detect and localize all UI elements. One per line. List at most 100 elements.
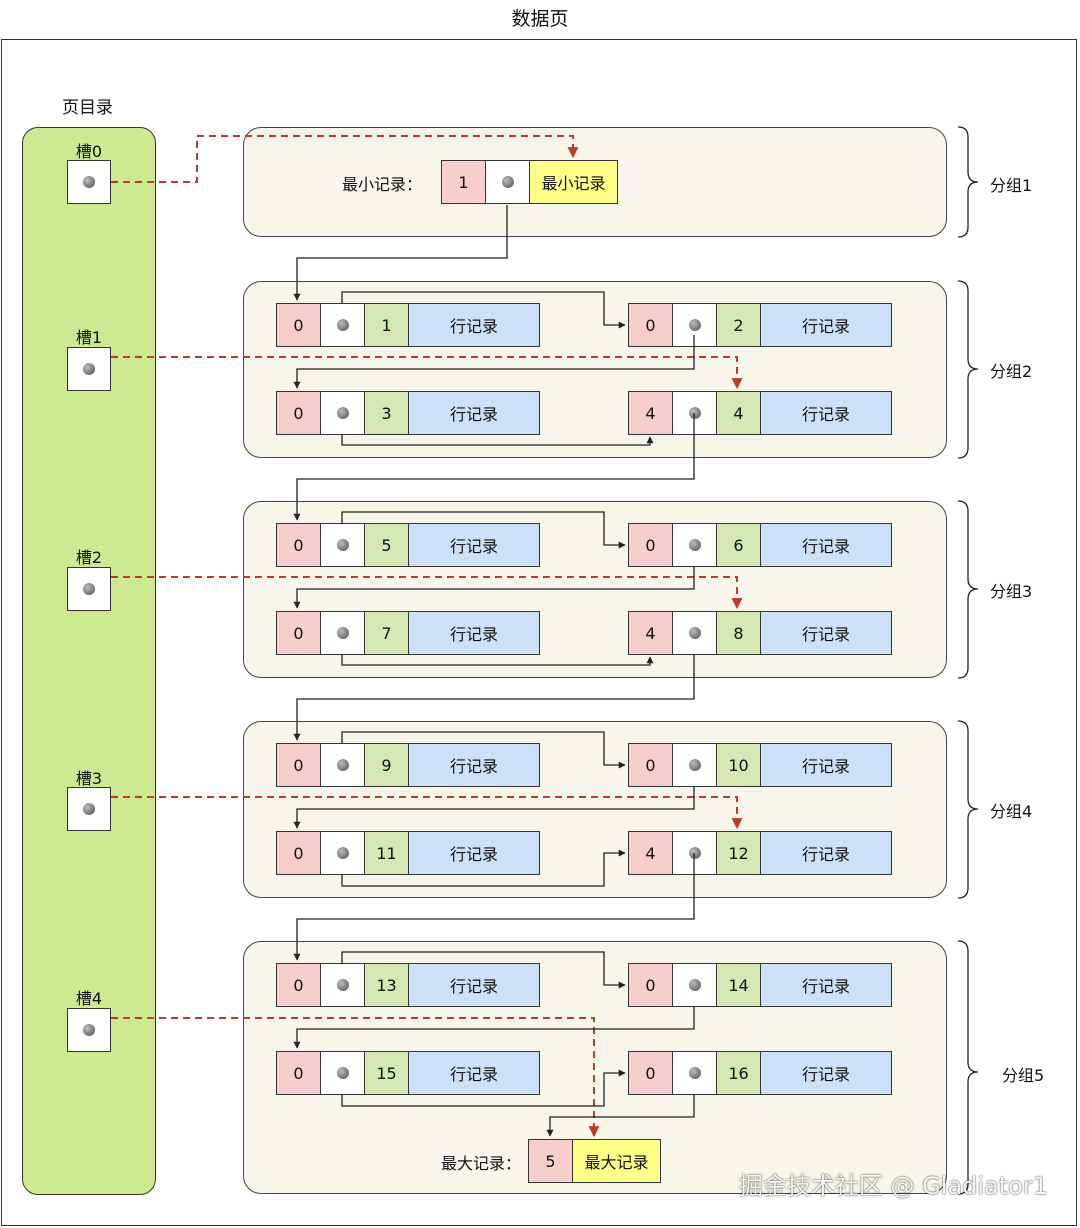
row-data-cell: 行记录 — [408, 831, 540, 875]
slot-0-pointer[interactable] — [67, 160, 111, 204]
max-record[interactable]: 5 最大记录 — [528, 1139, 661, 1183]
record-13[interactable]: 0 13 行记录 — [276, 963, 540, 1007]
record-id-cell: 13 — [364, 963, 409, 1007]
n-owned-cell: 0 — [276, 391, 321, 435]
record-3[interactable]: 0 3 行记录 — [276, 391, 540, 435]
record-12[interactable]: 4 12 行记录 — [628, 831, 892, 875]
page-title: 数据页 — [511, 8, 569, 30]
pointer-dot-icon — [688, 539, 701, 551]
record-id-cell: 9 — [364, 743, 409, 787]
pointer-dot-icon — [336, 979, 349, 991]
slot-label-2: 槽2 — [75, 548, 103, 567]
row-data-cell: 行记录 — [760, 1051, 892, 1095]
n-owned-cell: 0 — [276, 1051, 321, 1095]
n-owned-cell: 0 — [628, 743, 673, 787]
record-1[interactable]: 0 1 行记录 — [276, 303, 540, 347]
min-record-label: 最小记录： — [342, 175, 423, 194]
next-pointer-cell — [320, 611, 365, 655]
watermark: 掘金技术社区 @ Gladiator1 — [738, 1172, 1048, 1200]
n-owned-cell: 1 — [441, 160, 486, 204]
record-16[interactable]: 0 16 行记录 — [628, 1051, 892, 1095]
pointer-dot-icon — [83, 363, 95, 375]
pointer-dot-icon — [336, 627, 349, 639]
slot-label-4: 槽4 — [75, 989, 103, 1008]
slot-label-0: 槽0 — [75, 142, 103, 161]
row-data-cell: 行记录 — [408, 963, 540, 1007]
next-pointer-cell — [485, 160, 530, 204]
slot-label-1: 槽1 — [75, 328, 103, 347]
record-4[interactable]: 4 4 行记录 — [628, 391, 892, 435]
record-8[interactable]: 4 8 行记录 — [628, 611, 892, 655]
next-pointer-cell — [672, 523, 717, 567]
row-data-cell: 行记录 — [408, 303, 540, 347]
pointer-dot-icon — [688, 759, 701, 771]
n-owned-cell: 0 — [276, 831, 321, 875]
next-pointer-cell — [320, 391, 365, 435]
pointer-dot-icon — [336, 1067, 349, 1079]
n-owned-cell: 0 — [276, 743, 321, 787]
n-owned-cell: 0 — [628, 963, 673, 1007]
pointer-dot-icon — [83, 1024, 95, 1036]
pointer-dot-icon — [688, 979, 701, 991]
slot-4-pointer[interactable] — [67, 1008, 111, 1052]
min-record[interactable]: 1 最小记录 — [441, 160, 618, 204]
record-9[interactable]: 0 9 行记录 — [276, 743, 540, 787]
n-owned-cell: 0 — [276, 963, 321, 1007]
pointer-dot-icon — [336, 759, 349, 771]
max-record-label: 最大记录： — [441, 1154, 522, 1173]
row-data-cell: 行记录 — [408, 611, 540, 655]
row-data-cell: 行记录 — [408, 523, 540, 567]
n-owned-cell: 0 — [628, 1051, 673, 1095]
n-owned-cell: 4 — [628, 391, 673, 435]
record-10[interactable]: 0 10 行记录 — [628, 743, 892, 787]
row-data-cell: 行记录 — [408, 743, 540, 787]
page-directory-label: 页目录 — [62, 98, 113, 118]
record-id-cell: 16 — [716, 1051, 761, 1095]
next-pointer-cell — [320, 831, 365, 875]
row-data-cell: 行记录 — [760, 831, 892, 875]
pointer-dot-icon — [688, 1067, 701, 1079]
n-owned-cell: 0 — [276, 303, 321, 347]
n-owned-cell: 4 — [628, 831, 673, 875]
record-5[interactable]: 0 5 行记录 — [276, 523, 540, 567]
record-2[interactable]: 0 2 行记录 — [628, 303, 892, 347]
record-name-cell: 最小记录 — [529, 160, 618, 204]
pointer-dot-icon — [336, 847, 349, 859]
row-data-cell: 行记录 — [760, 391, 892, 435]
slot-3-pointer[interactable] — [67, 787, 111, 831]
next-pointer-cell — [320, 303, 365, 347]
row-data-cell: 行记录 — [408, 391, 540, 435]
row-data-cell: 行记录 — [760, 743, 892, 787]
record-15[interactable]: 0 15 行记录 — [276, 1051, 540, 1095]
next-pointer-cell — [320, 963, 365, 1007]
slot-2-pointer[interactable] — [67, 567, 111, 611]
record-id-cell: 6 — [716, 523, 761, 567]
n-owned-cell: 4 — [628, 611, 673, 655]
record-id-cell: 7 — [364, 611, 409, 655]
record-id-cell: 11 — [364, 831, 409, 875]
group-label-4: 分组4 — [990, 802, 1033, 821]
pointer-dot-icon — [688, 627, 701, 639]
pointer-dot-icon — [336, 319, 349, 331]
pointer-dot-icon — [688, 319, 701, 331]
record-11[interactable]: 0 11 行记录 — [276, 831, 540, 875]
record-id-cell: 8 — [716, 611, 761, 655]
group-label-5: 分组5 — [1002, 1066, 1045, 1085]
record-7[interactable]: 0 7 行记录 — [276, 611, 540, 655]
slot-1-pointer[interactable] — [67, 347, 111, 391]
pointer-dot-icon — [688, 847, 701, 859]
record-id-cell: 15 — [364, 1051, 409, 1095]
pointer-dot-icon — [501, 176, 514, 188]
row-data-cell: 行记录 — [408, 1051, 540, 1095]
n-owned-cell: 0 — [276, 523, 321, 567]
group-label-1: 分组1 — [990, 176, 1033, 195]
row-data-cell: 行记录 — [760, 303, 892, 347]
next-pointer-cell — [672, 743, 717, 787]
record-id-cell: 12 — [716, 831, 761, 875]
record-14[interactable]: 0 14 行记录 — [628, 963, 892, 1007]
row-data-cell: 行记录 — [760, 611, 892, 655]
pointer-dot-icon — [336, 539, 349, 551]
record-6[interactable]: 0 6 行记录 — [628, 523, 892, 567]
n-owned-cell: 5 — [528, 1139, 573, 1183]
n-owned-cell: 0 — [276, 611, 321, 655]
